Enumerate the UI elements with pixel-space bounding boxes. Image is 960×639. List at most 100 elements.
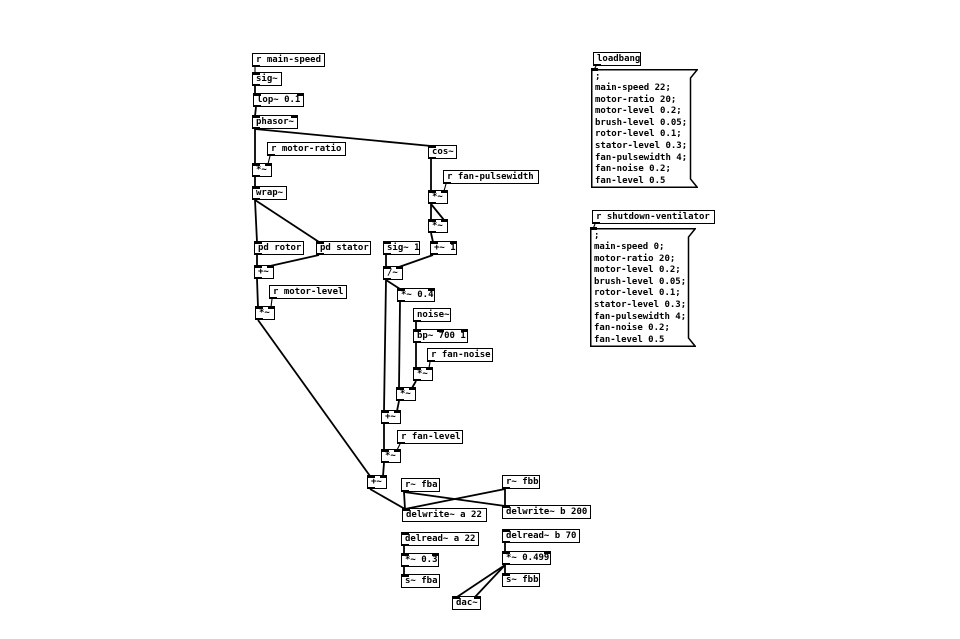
- inlet-nub[interactable]: [379, 475, 387, 478]
- outlet-nub[interactable]: [396, 398, 404, 401]
- outlet-nub[interactable]: [413, 378, 421, 381]
- object-box-dac[interactable]: dac~: [452, 596, 481, 610]
- inlet-nub[interactable]: [590, 68, 598, 71]
- inlet-nub[interactable]: [589, 227, 597, 230]
- inlet-nub[interactable]: [397, 288, 405, 291]
- object-box-noise[interactable]: noise~: [413, 308, 451, 322]
- inlet-nub[interactable]: [393, 410, 401, 413]
- outlet-nub[interactable]: [397, 441, 405, 444]
- outlet-nub[interactable]: [593, 63, 601, 66]
- inlet-nub[interactable]: [290, 115, 298, 118]
- outlet-nub[interactable]: [502, 540, 510, 543]
- object-box-star-03[interactable]: *~ 0.3: [401, 553, 439, 567]
- outlet-nub[interactable]: [397, 299, 405, 302]
- outlet-nub[interactable]: [502, 486, 510, 489]
- inlet-nub[interactable]: [427, 288, 435, 291]
- outlet-nub[interactable]: [316, 252, 324, 255]
- inlet-nub[interactable]: [383, 241, 391, 244]
- outlet-nub[interactable]: [252, 83, 260, 86]
- inlet-nub[interactable]: [254, 241, 262, 244]
- signal-cord[interactable]: [257, 319, 371, 477]
- inlet-nub[interactable]: [460, 329, 468, 332]
- inlet-nub[interactable]: [252, 163, 260, 166]
- signal-cord[interactable]: [254, 106, 257, 117]
- object-box-star-noise[interactable]: *~: [413, 367, 433, 381]
- outlet-nub[interactable]: [254, 252, 262, 255]
- outlet-nub[interactable]: [367, 486, 375, 489]
- signal-cord[interactable]: [256, 278, 259, 308]
- message-box-shutdown-settings[interactable]: ; main-speed 0; motor-ratio 20; motor-le…: [589, 227, 696, 347]
- signal-cord[interactable]: [382, 462, 385, 477]
- object-box-star-motor[interactable]: *~: [252, 163, 272, 177]
- object-box-r-fan-noise[interactable]: r fan-noise: [427, 348, 493, 362]
- inlet-nub[interactable]: [381, 410, 389, 413]
- object-box-s-fbb[interactable]: s~ fbb: [502, 573, 540, 587]
- inlet-nub[interactable]: [393, 449, 401, 452]
- object-box-star-0499[interactable]: *~ 0.499: [502, 551, 551, 565]
- inlet-nub[interactable]: [473, 596, 481, 599]
- inlet-nub[interactable]: [383, 266, 391, 269]
- signal-cord[interactable]: [385, 279, 401, 290]
- object-box-star-04[interactable]: *~ 0.4: [397, 288, 435, 302]
- inlet-nub[interactable]: [452, 596, 460, 599]
- signal-cord[interactable]: [269, 254, 320, 267]
- object-box-r-fba[interactable]: r~ fba: [401, 478, 440, 492]
- inlet-nub[interactable]: [502, 505, 510, 508]
- inlet-nub[interactable]: [264, 163, 272, 166]
- object-box-r-main-speed[interactable]: r main-speed: [252, 53, 325, 67]
- inlet-nub[interactable]: [428, 190, 436, 193]
- outlet-nub[interactable]: [267, 153, 275, 156]
- signal-cord[interactable]: [398, 301, 401, 389]
- outlet-nub[interactable]: [381, 460, 389, 463]
- object-box-star-fan-out[interactable]: *~: [381, 449, 401, 463]
- inlet-nub[interactable]: [408, 387, 416, 390]
- signal-cord[interactable]: [403, 491, 406, 510]
- signal-cord[interactable]: [254, 199, 258, 243]
- signal-cord[interactable]: [254, 199, 320, 243]
- object-box-r-fan-pulsewidth[interactable]: r fan-pulsewidth: [443, 170, 539, 184]
- outlet-nub[interactable]: [253, 104, 261, 107]
- object-box-star-fan1[interactable]: *~: [428, 190, 448, 204]
- outlet-nub[interactable]: [592, 221, 600, 224]
- signal-cord[interactable]: [404, 488, 506, 510]
- signal-cord[interactable]: [430, 203, 445, 221]
- object-box-r-fbb[interactable]: r~ fbb: [502, 475, 540, 489]
- object-box-r-motor-ratio[interactable]: r motor-ratio: [267, 142, 346, 156]
- inlet-nub[interactable]: [502, 573, 510, 576]
- object-box-pd-rotor[interactable]: pd rotor: [254, 241, 304, 255]
- outlet-nub[interactable]: [401, 489, 409, 492]
- inlet-nub[interactable]: [413, 367, 421, 370]
- signal-cord[interactable]: [411, 380, 417, 389]
- object-box-r-fan-level[interactable]: r fan-level: [397, 430, 463, 444]
- object-box-wrap[interactable]: wrap~: [252, 186, 287, 200]
- object-box-star-motor-out[interactable]: *~: [255, 306, 275, 320]
- outlet-nub[interactable]: [252, 197, 260, 200]
- inlet-nub[interactable]: [254, 265, 262, 268]
- inlet-nub[interactable]: [316, 241, 324, 244]
- inlet-nub[interactable]: [502, 529, 510, 532]
- object-box-star-fan2[interactable]: *~: [428, 219, 448, 233]
- outlet-nub[interactable]: [254, 276, 262, 279]
- object-box-div[interactable]: /~: [383, 266, 403, 280]
- signal-cord[interactable]: [430, 232, 434, 243]
- object-box-plus-mix[interactable]: +~: [367, 475, 387, 489]
- control-cord[interactable]: [270, 298, 273, 308]
- outlet-nub[interactable]: [252, 174, 260, 177]
- object-box-delread-a[interactable]: delread~ a 22: [401, 532, 479, 546]
- inlet-nub[interactable]: [402, 508, 410, 511]
- inlet-nub[interactable]: [401, 553, 409, 556]
- object-box-s-fba[interactable]: s~ fba: [401, 574, 440, 588]
- outlet-nub[interactable]: [502, 562, 510, 565]
- inlet-nub[interactable]: [252, 115, 260, 118]
- object-box-pd-stator[interactable]: pd stator: [316, 241, 371, 255]
- outlet-nub[interactable]: [413, 319, 421, 322]
- outlet-nub[interactable]: [252, 126, 260, 129]
- outlet-nub[interactable]: [443, 181, 451, 184]
- inlet-nub[interactable]: [430, 241, 438, 244]
- object-box-sig-1[interactable]: sig~ 1: [383, 241, 420, 255]
- inlet-nub[interactable]: [252, 72, 260, 75]
- object-box-plus-fan[interactable]: +~: [381, 410, 401, 424]
- outlet-nub[interactable]: [428, 230, 436, 233]
- control-cord[interactable]: [443, 183, 447, 192]
- object-box-plus-motor[interactable]: +~: [254, 265, 274, 279]
